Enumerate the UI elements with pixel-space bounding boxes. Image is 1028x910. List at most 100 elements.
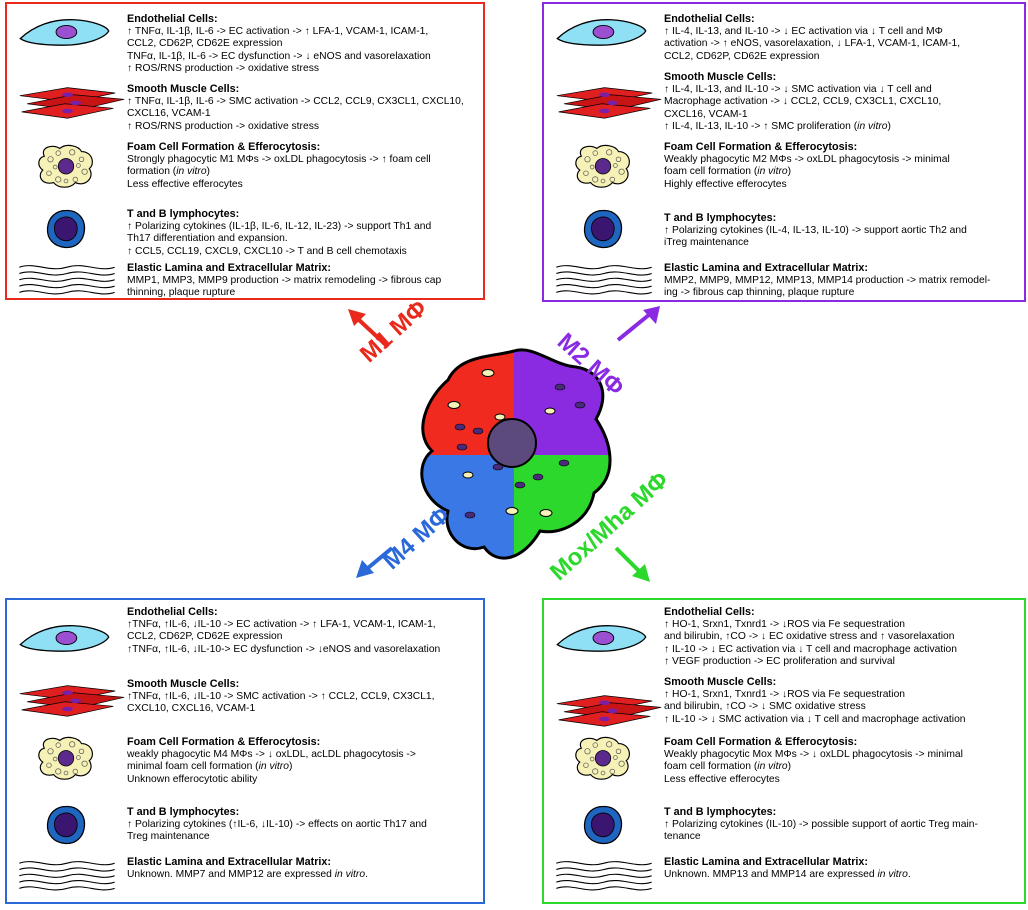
section-line: iTreg maintenance bbox=[664, 237, 749, 249]
mox-foam-cell-section: Foam Cell Formation & Efferocytosis: Wea… bbox=[664, 736, 1020, 786]
m1-panel: Endothelial Cells: ↑ TNFα, IL-1β, IL-6 -… bbox=[5, 2, 485, 300]
section-line: Macrophage activation -> ↓ CCL2, CCL9, C… bbox=[664, 96, 942, 108]
section-line: Unknown efferocytotic ability bbox=[127, 773, 258, 785]
section-line: foam cell formation (in vitro) bbox=[664, 761, 792, 773]
section-line: Strongly phagocytic M1 MΦs -> oxLDL phag… bbox=[127, 153, 431, 165]
section-line: and bilirubin, ↑CO -> ↓ SMC oxidative st… bbox=[664, 701, 866, 713]
mox-smooth-muscle-section: Smooth Muscle Cells: ↑ HO-1, Srxn1, Txnr… bbox=[664, 676, 1020, 726]
section-line: CXCL10, CXCL16, VCAM-1 bbox=[127, 703, 256, 715]
section-line: Weakly phagocytic Mox MΦs -> ↓ oxLDL pha… bbox=[664, 748, 963, 760]
section-title: Elastic Lamina and Extracellular Matrix: bbox=[127, 262, 332, 274]
mox-ecm-section: Elastic Lamina and Extracellular Matrix:… bbox=[664, 856, 1020, 881]
section-line: minimal foam cell formation (in vitro) bbox=[127, 761, 293, 773]
section-line: ↑ TNFα, IL-1β, IL-6 -> EC activation -> … bbox=[127, 25, 429, 37]
m2-arrow-icon bbox=[616, 306, 660, 342]
section-line: foam cell formation (in vitro) bbox=[664, 166, 792, 178]
section-line: and bilirubin, ↑CO -> ↓ EC oxidative str… bbox=[664, 631, 955, 643]
section-line: Weakly phagocytic M2 MΦs -> oxLDL phagoc… bbox=[664, 153, 950, 165]
section-line: ing -> fibrous cap thinning, plaque rupt… bbox=[664, 287, 855, 299]
m1-arrow-icon bbox=[348, 309, 390, 349]
m2-smooth-muscle-section: Smooth Muscle Cells: ↑ IL-4, IL-13, and … bbox=[664, 71, 1020, 134]
section-title: Foam Cell Formation & Efferocytosis: bbox=[664, 141, 858, 153]
mox-endothelial-section: Endothelial Cells: ↑ HO-1, Srxn1, Txnrd1… bbox=[664, 606, 1020, 669]
section-line: thinning, plaque rupture bbox=[127, 287, 236, 299]
section-line: ↑ IL-10 -> ↓ SMC activation via ↓ T cell… bbox=[664, 713, 966, 725]
m4-arrow-icon bbox=[356, 546, 394, 578]
section-line: ↑ IL-10 -> ↓ EC activation via ↓ T cell … bbox=[664, 643, 957, 655]
section-line: ↑ VEGF production -> EC proliferation an… bbox=[664, 656, 895, 668]
section-line: Th17 differentiation and expansion. bbox=[127, 233, 288, 245]
section-title: Smooth Muscle Cells: bbox=[664, 676, 777, 688]
section-title: Smooth Muscle Cells: bbox=[127, 678, 240, 690]
m2-panel: Endothelial Cells: ↑ IL-4, IL-13, and IL… bbox=[542, 2, 1026, 302]
section-line: TNFα, IL-1β, IL-6 -> EC dysfunction -> ↓… bbox=[127, 50, 431, 62]
m4-panel: Endothelial Cells: ↑TNFα, ↑IL-6, ↓IL-10 … bbox=[5, 598, 485, 904]
section-line: CCL2, CD62P, CD62E expression bbox=[664, 50, 820, 62]
section-line: ↑ IL-4, IL-13, and IL-10 -> ↓ SMC activa… bbox=[664, 83, 932, 95]
macrophage-icon bbox=[420, 348, 612, 560]
section-title: T and B lymphocytes: bbox=[664, 212, 777, 224]
section-line: Unknown. MMP7 and MMP12 are expressed in… bbox=[127, 868, 368, 880]
section-line: ↑ Polarizing cytokines (IL-10) -> possib… bbox=[664, 818, 978, 830]
section-line: tenance bbox=[664, 831, 701, 843]
m2-ecm-section: Elastic Lamina and Extracellular Matrix:… bbox=[664, 262, 1020, 300]
section-line: Less effective efferocytes bbox=[127, 178, 243, 190]
section-line: ↑ CCL5, CCL19, CXCL9, CXCL10 -> T and B … bbox=[127, 245, 407, 257]
section-line: MMP1, MMP3, MMP9 production -> matrix re… bbox=[127, 274, 442, 286]
m1-foam-cell-section: Foam Cell Formation & Efferocytosis: Str… bbox=[127, 141, 479, 191]
section-title: T and B lymphocytes: bbox=[127, 208, 240, 220]
section-line: activation -> ↑ eNOS, vasorelaxation, ↓ … bbox=[664, 38, 961, 50]
section-line: Highly effective efferocytes bbox=[664, 178, 787, 190]
section-line: ↑ ROS/RNS production -> oxidative stress bbox=[127, 63, 319, 75]
section-title: T and B lymphocytes: bbox=[127, 806, 240, 818]
section-line: ↑ Polarizing cytokines (IL-4, IL-13, IL-… bbox=[664, 224, 967, 236]
section-line: ↑ IL-4, IL-13, and IL-10 -> ↓ EC activat… bbox=[664, 25, 943, 37]
section-title: Endothelial Cells: bbox=[664, 13, 755, 25]
section-line: CCL2, CD62P, CD62E expression bbox=[127, 38, 283, 50]
section-title: Foam Cell Formation & Efferocytosis: bbox=[127, 141, 321, 153]
m2-foam-cell-section: Foam Cell Formation & Efferocytosis: Wea… bbox=[664, 141, 1020, 191]
section-title: Elastic Lamina and Extracellular Matrix: bbox=[664, 856, 869, 868]
section-title: Smooth Muscle Cells: bbox=[664, 71, 777, 83]
m1-smooth-muscle-section: Smooth Muscle Cells: ↑ TNFα, IL-1β, IL-6… bbox=[127, 83, 479, 133]
section-title: T and B lymphocytes: bbox=[664, 806, 777, 818]
section-line: ↑ Polarizing cytokines (IL-1β, IL-6, IL-… bbox=[127, 220, 432, 232]
m2-lymphocyte-section: T and B lymphocytes: ↑ Polarizing cytoki… bbox=[664, 212, 1020, 250]
section-line: Unknown. MMP13 and MMP14 are expressed i… bbox=[664, 868, 911, 880]
section-title: Elastic Lamina and Extracellular Matrix: bbox=[127, 856, 332, 868]
section-line: CXCL16, VCAM-1 bbox=[127, 108, 211, 120]
section-line: CXCL16, VCAM-1 bbox=[664, 108, 748, 120]
m4-foam-cell-section: Foam Cell Formation & Efferocytosis: wea… bbox=[127, 736, 479, 786]
section-title: Endothelial Cells: bbox=[127, 13, 218, 25]
section-line: ↑TNFα, ↑IL-6, ↓IL-10-> EC dysfunction ->… bbox=[127, 643, 441, 655]
section-line: ↑ ROS/RNS production -> oxidative stress bbox=[127, 120, 319, 132]
m1-endothelial-section: Endothelial Cells: ↑ TNFα, IL-1β, IL-6 -… bbox=[127, 13, 479, 76]
section-line: formation (in vitro) bbox=[127, 166, 210, 178]
section-title: Elastic Lamina and Extracellular Matrix: bbox=[664, 262, 869, 274]
m4-smooth-muscle-section: Smooth Muscle Cells: ↑TNFα, ↑IL-6, ↓IL-1… bbox=[127, 678, 479, 716]
section-line: ↑TNFα, ↑IL-6, ↓IL-10 -> SMC activation -… bbox=[127, 690, 435, 702]
section-line: CCL2, CD62P, CD62E expression bbox=[127, 631, 283, 643]
mox-lymphocyte-section: T and B lymphocytes: ↑ Polarizing cytoki… bbox=[664, 806, 1020, 844]
section-line: Less effective efferocytes bbox=[664, 773, 780, 785]
m2-endothelial-section: Endothelial Cells: ↑ IL-4, IL-13, and IL… bbox=[664, 13, 1020, 63]
mox-panel: Endothelial Cells: ↑ HO-1, Srxn1, Txnrd1… bbox=[542, 598, 1026, 904]
section-title: Endothelial Cells: bbox=[127, 606, 218, 618]
section-line: ↑ HO-1, Srxn1, Txnrd1 -> ↓ROS via Fe seq… bbox=[664, 618, 906, 630]
section-line: ↑TNFα, ↑IL-6, ↓IL-10 -> EC activation ->… bbox=[127, 618, 436, 630]
section-line: ↑ IL-4, IL-13, IL-10 -> ↑ SMC proliferat… bbox=[664, 121, 891, 133]
mox-arrow-icon bbox=[614, 546, 650, 582]
section-title: Smooth Muscle Cells: bbox=[127, 83, 240, 95]
section-line: ↑ Polarizing cytokines (↑IL-6, ↓IL-10) -… bbox=[127, 818, 427, 830]
section-line: ↑ HO-1, Srxn1, Txnrd1 -> ↓ROS via Fe seq… bbox=[664, 688, 906, 700]
m4-lymphocyte-section: T and B lymphocytes: ↑ Polarizing cytoki… bbox=[127, 806, 479, 844]
section-title: Foam Cell Formation & Efferocytosis: bbox=[127, 736, 321, 748]
m4-ecm-section: Elastic Lamina and Extracellular Matrix:… bbox=[127, 856, 479, 881]
section-line: Treg maintenance bbox=[127, 831, 210, 843]
m1-lymphocyte-section: T and B lymphocytes: ↑ Polarizing cytoki… bbox=[127, 208, 479, 258]
section-line: MMP2, MMP9, MMP12, MMP13, MMP14 producti… bbox=[664, 274, 991, 286]
m1-ecm-section: Elastic Lamina and Extracellular Matrix:… bbox=[127, 262, 479, 300]
section-line: ↑ TNFα, IL-1β, IL-6 -> SMC activation ->… bbox=[127, 95, 464, 107]
section-title: Foam Cell Formation & Efferocytosis: bbox=[664, 736, 858, 748]
